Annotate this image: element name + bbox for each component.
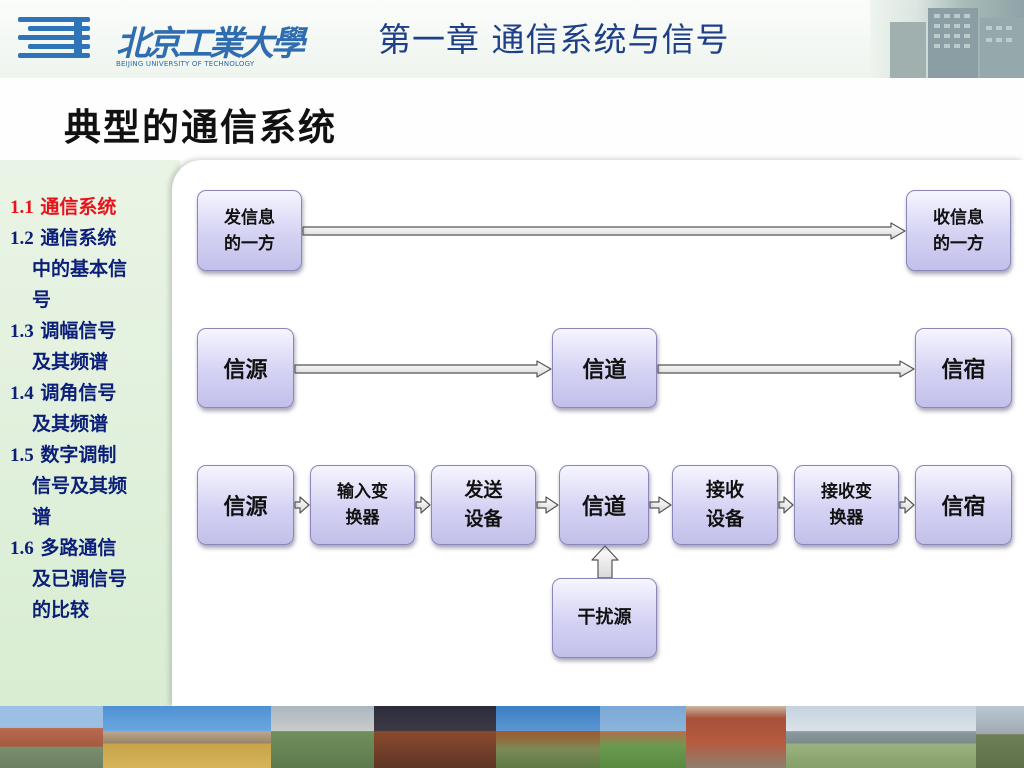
box-sender-line2: 的一方 <box>224 233 275 254</box>
toc-label-continued: 谱 <box>32 506 52 528</box>
box-receiver-line1: 收信息 <box>933 207 984 228</box>
toc-item-1-5[interactable]: 1.5 数字调制 信号及其频 谱 <box>10 440 170 533</box>
toc-label: 通信系统 <box>40 227 117 249</box>
box-receiver: 收信息的一方 <box>906 190 1011 271</box>
toc-label: 调幅信号 <box>40 320 117 342</box>
toc-item-1-6[interactable]: 1.6 多路通信 及已调信号 的比较 <box>10 533 170 626</box>
box-sender: 发信息的一方 <box>197 190 302 271</box>
campus-photo-8 <box>786 706 976 768</box>
sidebar-toc: 1.1 通信系统 1.2 通信系统 中的基本信 号 1.3 调幅信号 及其频谱 … <box>10 192 170 626</box>
box-channel-row2: 信道 <box>552 328 657 408</box>
logo-english-name: BEIJING UNIVERSITY OF TECHNOLOGY <box>116 60 255 68</box>
logo-emblem-icon <box>18 17 90 58</box>
box-transmitter-line1: 发送 <box>464 479 503 501</box>
campus-photo-4 <box>374 706 496 768</box>
toc-item-1-3[interactable]: 1.3 调幅信号 及其频谱 <box>10 316 170 378</box>
toc-label: 调角信号 <box>40 382 117 404</box>
campus-photo-1 <box>0 706 103 768</box>
box-output-transducer-line2: 换器 <box>829 508 864 528</box>
toc-item-1-4[interactable]: 1.4 调角信号 及其频谱 <box>10 378 170 440</box>
toc-item-1-2[interactable]: 1.2 通信系统 中的基本信 号 <box>10 223 170 316</box>
campus-photo-9 <box>976 706 1024 768</box>
campus-photo-3 <box>271 706 374 768</box>
toc-number: 1.5 <box>10 445 34 466</box>
header-campus-photo <box>870 0 1024 78</box>
header-banner: 北京工業大學 BEIJING UNIVERSITY OF TECHNOLOGY … <box>0 0 1024 78</box>
toc-label: 通信系统 <box>40 196 117 218</box>
box-noise-source: 干扰源 <box>552 578 657 658</box>
box-input-transducer-line1: 输入变 <box>337 482 388 502</box>
toc-label: 多路通信 <box>40 537 117 559</box>
box-receiver-equipment: 接收设备 <box>672 465 778 545</box>
campus-photo-2 <box>103 706 271 768</box>
toc-label-continued: 信号及其频 <box>32 475 128 497</box>
box-output-transducer-line1: 接收变 <box>821 482 872 502</box>
box-source-row2: 信源 <box>197 328 294 408</box>
box-source-row3: 信源 <box>197 465 294 545</box>
box-sink-row2: 信宿 <box>915 328 1012 408</box>
box-input-transducer-line2: 换器 <box>345 508 380 528</box>
toc-label-continued: 及其频谱 <box>32 413 109 435</box>
box-output-transducer: 接收变换器 <box>794 465 899 545</box>
sidebar-background <box>0 160 180 706</box>
box-transmitter: 发送设备 <box>431 465 536 545</box>
logo-chinese-name: 北京工業大學 <box>116 24 305 64</box>
chapter-title: 第一章 通信系统与信号 <box>378 20 730 59</box>
toc-number: 1.1 <box>10 197 34 218</box>
campus-photo-5 <box>496 706 600 768</box>
toc-number: 1.4 <box>10 383 34 404</box>
box-receiver-equipment-line2: 设备 <box>705 508 744 530</box>
box-channel-row3: 信道 <box>559 465 649 545</box>
box-input-transducer: 输入变换器 <box>310 465 415 545</box>
campus-photo-6 <box>600 706 686 768</box>
box-sink-row3: 信宿 <box>915 465 1012 545</box>
box-receiver-equipment-line1: 接收 <box>705 479 744 501</box>
slide-title: 典型的通信系统 <box>64 105 337 149</box>
toc-label-continued: 号 <box>32 289 52 311</box>
toc-number: 1.2 <box>10 228 34 249</box>
university-logo: 北京工業大學 BEIJING UNIVERSITY OF TECHNOLOGY <box>18 8 305 68</box>
campus-photo-7 <box>686 706 786 768</box>
toc-label: 数字调制 <box>40 444 117 466</box>
toc-label-continued: 中的基本信 <box>32 258 128 280</box>
box-sender-line1: 发信息 <box>224 207 275 228</box>
box-transmitter-line2: 设备 <box>464 508 503 530</box>
toc-label-continued: 的比较 <box>32 599 90 621</box>
toc-item-1-1[interactable]: 1.1 通信系统 <box>10 192 170 223</box>
toc-label-continued: 及已调信号 <box>32 568 128 590</box>
footer-campus-photos <box>0 706 1024 768</box>
toc-number: 1.6 <box>10 538 34 559</box>
toc-label-continued: 及其频谱 <box>32 351 109 373</box>
box-receiver-line2: 的一方 <box>933 233 984 254</box>
toc-number: 1.3 <box>10 321 34 342</box>
